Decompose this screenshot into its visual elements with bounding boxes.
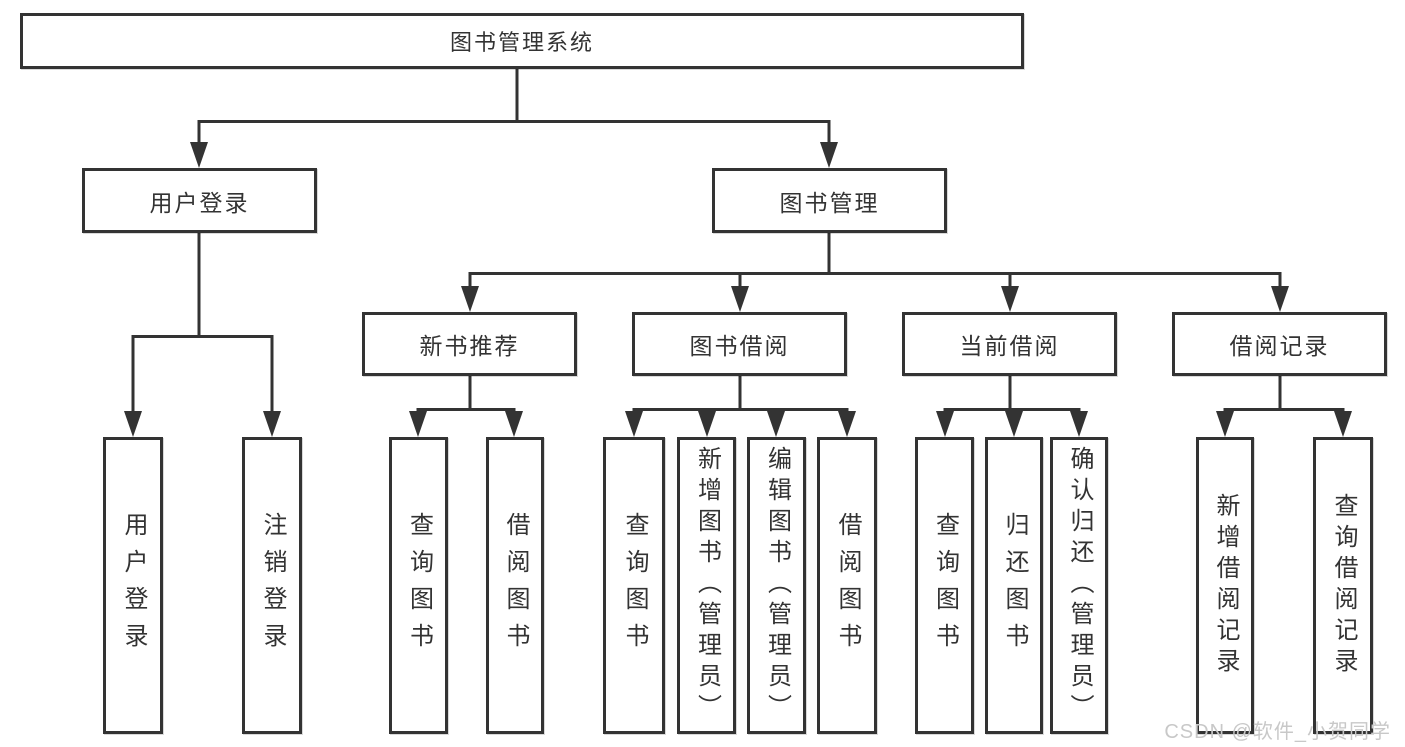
node-current-borrow: 当前借阅 bbox=[902, 312, 1117, 376]
node-book-borrow: 图书借阅 bbox=[632, 312, 847, 376]
csdn-watermark: CSDN @软件_小贺同学 bbox=[1164, 721, 1391, 743]
leaf-return-books: 归还图书 bbox=[985, 437, 1043, 734]
leaf-edit-books-admin: 编辑图书（管理员） bbox=[747, 437, 806, 734]
leaf-borrow-query-books: 查询图书 bbox=[603, 437, 665, 734]
node-book-management: 图书管理 bbox=[712, 168, 947, 233]
leaf-confirm-return-admin: 确认归还（管理员） bbox=[1050, 437, 1108, 734]
leaf-logout: 注销登录 bbox=[242, 437, 302, 734]
node-library-management-system: 图书管理系统 bbox=[20, 13, 1024, 69]
leaf-add-books-admin: 新增图书（管理员） bbox=[677, 437, 736, 734]
node-borrow-records: 借阅记录 bbox=[1172, 312, 1387, 376]
leaf-recommend-query-books: 查询图书 bbox=[389, 437, 448, 734]
leaf-query-borrow-record: 查询借阅记录 bbox=[1313, 437, 1373, 734]
leaf-add-borrow-record: 新增借阅记录 bbox=[1196, 437, 1254, 734]
leaf-user-login: 用户登录 bbox=[103, 437, 163, 734]
leaf-recommend-borrow-books: 借阅图书 bbox=[486, 437, 544, 734]
leaf-borrow-books: 借阅图书 bbox=[817, 437, 877, 734]
node-new-book-recommend: 新书推荐 bbox=[362, 312, 577, 376]
leaf-current-query-books: 查询图书 bbox=[915, 437, 974, 734]
node-user-login: 用户登录 bbox=[82, 168, 317, 233]
